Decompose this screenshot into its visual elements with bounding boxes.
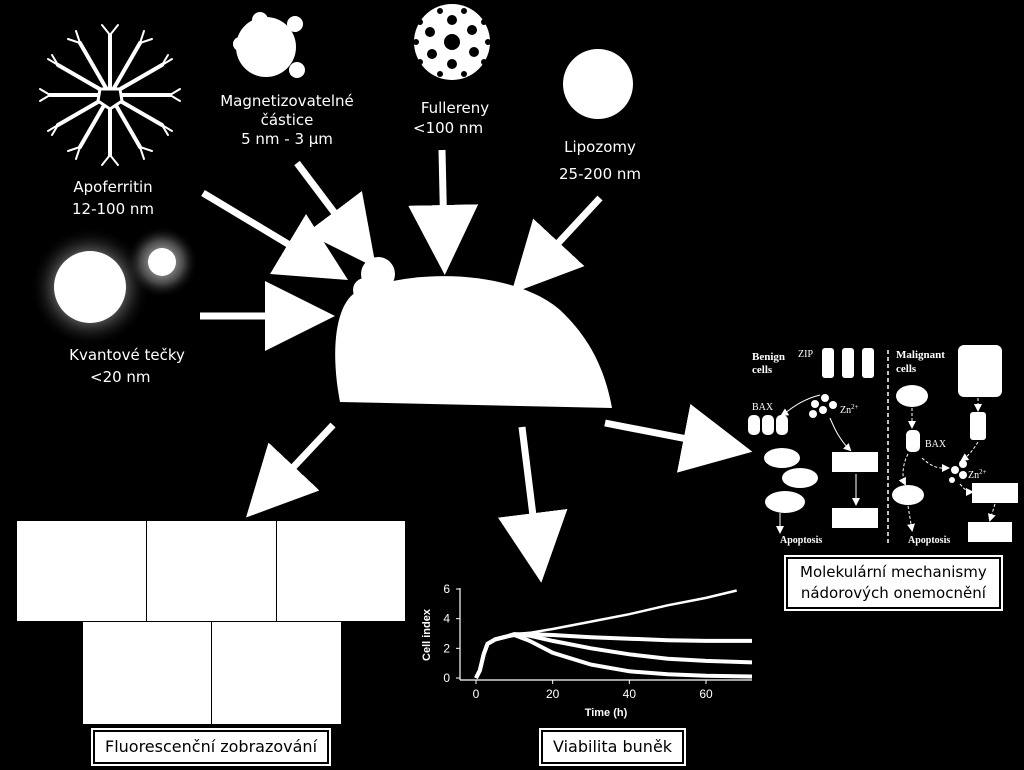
- fluorescence-image-1: [16, 520, 147, 622]
- zn-label-benign: Zn: [840, 405, 851, 416]
- zn-label-malignant: Zn: [968, 470, 979, 481]
- arrows: [200, 149, 753, 583]
- zip-label: ZIP: [798, 349, 813, 360]
- zn-sup-malignant: 2+: [979, 468, 987, 476]
- mechanisms-caption-1: Molekulární mechanismy: [800, 563, 987, 581]
- apoferritin-label: Apoferritin 12-100 nm: [58, 176, 168, 220]
- arrow-mechanisms: [604, 403, 753, 473]
- fluorescence-image-5: [211, 621, 342, 725]
- apoferritin-name: Apoferritin: [73, 178, 153, 196]
- liposomes-name: Lipozomy: [564, 138, 636, 156]
- fluorescence-caption: Fluorescenční zobrazování: [90, 728, 332, 766]
- viability-chart: Cell index Time (h) 0 20 40 60 0 2 4 6: [421, 582, 753, 719]
- svg-text:Zn2+: Zn2+: [968, 468, 987, 481]
- x-tick-label: 60: [699, 687, 713, 701]
- bax-label-benign: BAX: [752, 402, 774, 413]
- fullerenes-label: Fullereny <100 nm: [405, 98, 505, 138]
- magnetic-name-2: částice: [260, 111, 314, 129]
- apoptosis-malignant: Apoptosis: [908, 535, 950, 546]
- liposomes-size: 25-200 nm: [558, 165, 642, 183]
- liposome-icon: [563, 49, 633, 119]
- liposomes-label: Lipozomy 25-200 nm: [550, 134, 650, 188]
- fullerenes-size: <100 nm: [413, 119, 484, 137]
- malignant-label-2: cells: [896, 363, 917, 375]
- viability-caption: Viabilita buněk: [538, 728, 687, 766]
- apoferritin-icon: [39, 24, 181, 166]
- zn-sup-benign: 2+: [851, 403, 859, 411]
- malignant-label-1: Malignant: [896, 349, 945, 361]
- magnetic-name-1: Magnetizovatelné: [220, 92, 354, 110]
- apoptosis-benign: Apoptosis: [780, 535, 822, 546]
- x-tick-label: 20: [546, 687, 560, 701]
- fluorescence-image-4: [82, 621, 212, 725]
- magnetic-label: Magnetizovatelné částice 5 nm - 3 µm: [212, 92, 362, 149]
- qdots-size: <20 nm: [90, 368, 151, 386]
- quantum-dots-icon: [30, 226, 198, 347]
- x-tick-label: 0: [473, 687, 480, 701]
- fluorescence-image-grid: [16, 520, 406, 725]
- magnetic-particle-icon: [233, 12, 305, 78]
- arrow-apoferritin: [201, 189, 349, 281]
- y-tick-label: 6: [443, 582, 450, 596]
- benign-label-2: cells: [752, 364, 773, 376]
- arrow-fullerenes: [408, 149, 479, 275]
- x-axis-label: Time (h): [585, 707, 628, 719]
- y-tick-label: 4: [443, 612, 450, 626]
- magnetic-size: 5 nm - 3 µm: [241, 130, 333, 148]
- qdots-label: Kvantové tečky <20 nm: [52, 344, 202, 388]
- y-axis-label: Cell index: [421, 608, 433, 661]
- mechanism-panel: Benign cells ZIP Zn2+ BAX Apopt: [748, 345, 1018, 546]
- fluorescence-image-2: [146, 520, 277, 622]
- arrow-liposomes: [511, 195, 603, 294]
- qdots-name: Kvantové tečky: [69, 346, 185, 364]
- x-tick-label: 40: [623, 687, 637, 701]
- arrow-magnetic: [294, 160, 377, 268]
- y-tick-label: 0: [443, 671, 450, 685]
- fullerenes-name: Fullereny: [420, 99, 490, 117]
- benign-label-1: Benign: [752, 351, 785, 363]
- series-line-2: [474, 632, 752, 679]
- fluorescence-image-3: [276, 520, 406, 622]
- series-line-4: [474, 632, 753, 679]
- y-tick-label: 2: [443, 641, 450, 655]
- mechanisms-caption-2: nádorových onemocnění: [800, 584, 986, 602]
- arrow-fluorescence: [246, 422, 336, 518]
- fullerene-icon: [413, 4, 491, 80]
- mechanisms-caption: Molekulární mechanismy nádorových onemoc…: [784, 555, 1003, 611]
- central-cell-shape: [335, 257, 612, 408]
- bax-label-malignant: BAX: [925, 439, 947, 450]
- apoferritin-size: 12-100 nm: [71, 200, 155, 218]
- svg-text:Zn2+: Zn2+: [840, 403, 859, 416]
- arrow-viability: [497, 426, 568, 583]
